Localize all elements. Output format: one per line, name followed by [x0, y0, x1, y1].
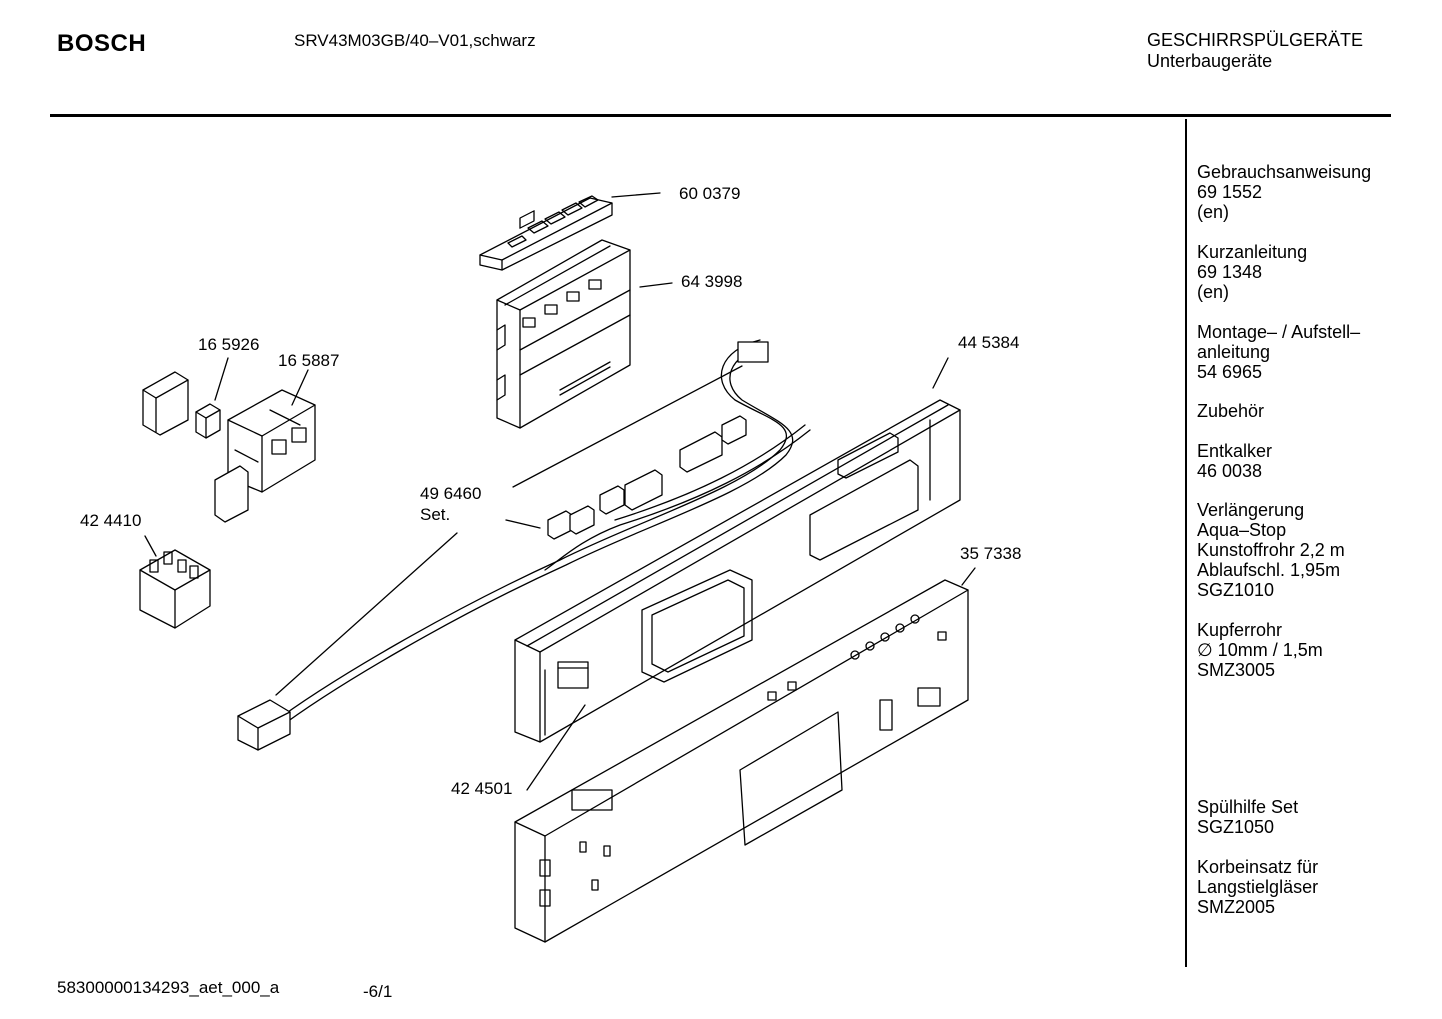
- leader-424501: [526, 704, 586, 791]
- sidebar-line: (en): [1197, 202, 1230, 222]
- sidebar-line: 69 1348: [1197, 262, 1263, 282]
- part-label-357338: 35 7338: [960, 544, 1022, 563]
- sidebar-line: Verlängerung: [1197, 500, 1305, 520]
- sidebar-line: 69 1552: [1197, 182, 1263, 202]
- category-heading: GESCHIRRSPÜLGERÄTE Unterbaugeräte: [1147, 30, 1363, 72]
- part-number-496460: 49 6460: [420, 484, 482, 503]
- sidebar-group-short-guide: Kurzanleitung 69 1348 (en): [1197, 242, 1307, 302]
- sidebar-group-rinse-aid: Spülhilfe Set SGZ1050: [1197, 797, 1298, 837]
- part-label-424501: 42 4501: [451, 779, 513, 798]
- part-label-165926: 16 5926: [198, 335, 260, 354]
- part-445384-drawing[interactable]: [514, 399, 961, 743]
- leader-424410: [144, 535, 157, 557]
- sidebar-group-accessories: Zubehör: [1197, 401, 1264, 421]
- page-number: -6/1: [363, 982, 393, 1001]
- sidebar-line: Montage– / Aufstell–: [1197, 322, 1361, 342]
- sidebar-group-extension: Verlängerung Aqua–Stop Kunstoffrohr 2,2 …: [1197, 500, 1345, 600]
- part-label-445384: 44 5384: [958, 333, 1020, 352]
- sidebar-line: SGZ1010: [1197, 580, 1275, 600]
- sidebar-line: Kunstoffrohr 2,2 m: [1197, 540, 1345, 560]
- part-suffix-496460: Set.: [420, 505, 451, 524]
- part-165887-drawing[interactable]: [214, 389, 316, 523]
- leader-445384: [932, 357, 949, 389]
- sidebar-line: ∅ 10mm / 1,5m: [1197, 640, 1323, 660]
- sidebar-line: anleitung: [1197, 342, 1271, 362]
- document-id: 58300000134293_aet_000_a: [57, 978, 280, 997]
- sidebar-line: Spülhilfe Set: [1197, 797, 1299, 817]
- sidebar-group-descaler: Entkalker 46 0038: [1197, 441, 1272, 481]
- sidebar-line: SGZ1050: [1197, 817, 1275, 837]
- brand-logo: BOSCH: [57, 30, 147, 57]
- sidebar-line: Aqua–Stop: [1197, 520, 1287, 540]
- leader-496460-c: [275, 532, 458, 696]
- part-label-165887: 16 5887: [278, 351, 340, 370]
- leader-496460-a: [512, 365, 743, 488]
- part-424410-drawing[interactable]: [139, 549, 211, 629]
- sidebar-line: 46 0038: [1197, 461, 1263, 481]
- sidebar-group-manual: Gebrauchsanweisung 69 1552 (en): [1197, 162, 1371, 222]
- sidebar-divider: [1185, 119, 1187, 967]
- part-357338-drawing[interactable]: [514, 579, 969, 943]
- sidebar-group-installation: Montage– / Aufstell– anleitung 54 6965: [1197, 322, 1360, 382]
- part-600379-drawing[interactable]: [479, 195, 613, 271]
- sidebar-line: 54 6965: [1197, 362, 1263, 382]
- part-165926-drawing[interactable]: [142, 371, 221, 439]
- leader-165926: [214, 357, 229, 401]
- sidebar-line: Ablaufschl. 1,95m: [1197, 560, 1341, 580]
- sidebar-group-copper-pipe: Kupferrohr ∅ 10mm / 1,5m SMZ3005: [1197, 620, 1323, 680]
- part-label-424410: 42 4410: [80, 511, 142, 530]
- sidebar-line: Kurzanleitung: [1197, 242, 1308, 262]
- sidebar-line: SMZ3005: [1197, 660, 1276, 680]
- leader-165887: [291, 369, 309, 406]
- part-496460-drawing[interactable]: [237, 339, 811, 751]
- sidebar-line: Gebrauchsanweisung: [1197, 162, 1372, 182]
- leader-600379: [611, 192, 661, 198]
- sidebar-line: (en): [1197, 282, 1230, 302]
- sidebar-group-basket-insert: Korbeinsatz für Langstielgläser SMZ2005: [1197, 857, 1318, 917]
- sidebar-line: Korbeinsatz für: [1197, 857, 1319, 877]
- sidebar-line: Langstielgläser: [1197, 877, 1319, 897]
- sidebar-line: Entkalker: [1197, 441, 1273, 461]
- sidebar-line: Kupferrohr: [1197, 620, 1283, 640]
- leader-643998: [639, 282, 673, 288]
- part-label-600379: 60 0379: [679, 184, 741, 203]
- part-label-643998: 64 3998: [681, 272, 743, 291]
- leader-496460-b: [505, 519, 541, 529]
- leader-357338: [961, 567, 976, 586]
- header-divider: [50, 114, 1391, 117]
- model-number: SRV43M03GB/40–V01,schwarz: [294, 31, 536, 50]
- category-line-1: GESCHIRRSPÜLGERÄTE: [1147, 30, 1364, 50]
- sidebar-line: SMZ2005: [1197, 897, 1276, 917]
- part-643998-drawing[interactable]: [496, 239, 631, 429]
- category-line-2: Unterbaugeräte: [1147, 51, 1273, 71]
- part-label-496460: 49 6460 Set.: [420, 483, 481, 525]
- sidebar-line: Zubehör: [1197, 401, 1265, 421]
